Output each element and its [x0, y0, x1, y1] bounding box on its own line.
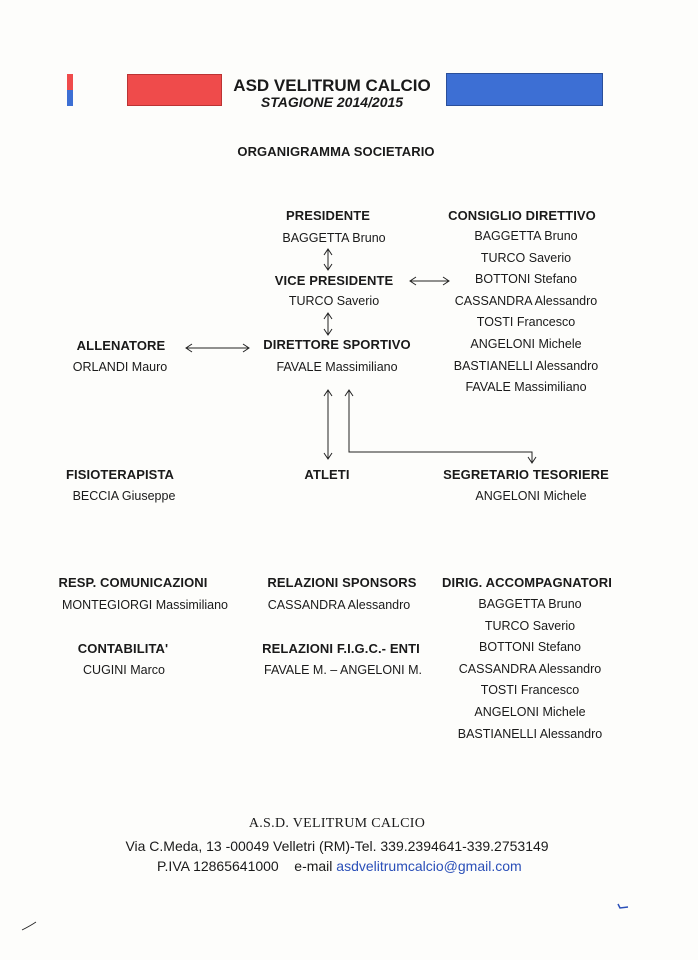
role-atleti-title: ATLETI — [304, 467, 350, 482]
accompagnatore-member: TURCO Saverio — [484, 618, 576, 633]
role-relazioni-sponsors-title: RELAZIONI SPONSORS — [267, 575, 417, 590]
red-color-bar — [127, 74, 222, 106]
role-presidente-title: PRESIDENTE — [285, 208, 371, 223]
consiglio-member: CASSANDRA Alessandro — [454, 293, 598, 308]
consiglio-member: BAGGETTA Bruno — [474, 229, 578, 243]
role-segretario-tesoriere-name: ANGELONI Michele — [475, 489, 587, 503]
role-direttore-sportivo-name: FAVALE Massimiliano — [276, 360, 398, 374]
footer-contact-line: P.IVA 12865641000 e-mail asdvelitrumcalc… — [157, 858, 522, 874]
role-segretario-tesoriere-title: SEGRETARIO TESORIERE — [443, 467, 609, 482]
arrow-vice-direttore — [323, 312, 333, 336]
arrow-presidente-vice — [323, 248, 333, 271]
footer-club-name: A.S.D. VELITRUM CALCIO — [248, 816, 426, 831]
footer-email-link[interactable]: asdvelitrumcalcio@gmail.com — [336, 858, 522, 874]
accompagnatore-member: TOSTI Francesco — [480, 683, 580, 698]
role-consiglio-direttivo-title: CONSIGLIO DIRETTIVO — [448, 208, 596, 223]
blue-color-bar — [446, 73, 603, 106]
role-allenatore-name: ORLANDI Mauro — [72, 360, 168, 374]
season-label: STAGIONE 2014/2015 — [260, 94, 404, 110]
role-relazioni-figc-title: RELAZIONI F.I.G.C.- ENTI — [262, 641, 420, 656]
accompagnatore-member: ANGELONI Michele — [474, 704, 586, 719]
role-relazioni-figc-name: FAVALE M. – ANGELONI M. — [264, 663, 422, 677]
org-chart-title: ORGANIGRAMMA SOCIETARIO — [237, 144, 435, 159]
consiglio-member: BASTIANELLI Alessandro — [453, 358, 599, 373]
footer-email-label: e-mail — [294, 858, 333, 874]
footer-address: Via C.Meda, 13 -00049 Velletri (RM)-Tel.… — [125, 838, 549, 854]
consiglio-member: TOSTI Francesco — [476, 315, 576, 330]
dirig-accompagnatori-members: BAGGETTA Bruno TURCO Saverio BOTTONI Ste… — [458, 594, 603, 745]
arrow-vice-consiglio — [409, 276, 450, 286]
footer-piva: P.IVA 12865641000 — [157, 858, 279, 874]
role-dirig-accompagnatori-title: DIRIG. ACCOMPAGNATORI — [442, 575, 612, 590]
arrow-allenatore-direttore — [185, 343, 250, 353]
club-title: ASD VELITRUM CALCIO — [233, 76, 431, 95]
accompagnatore-member: BASTIANELLI Alessandro — [457, 726, 603, 741]
flag-mark — [67, 74, 73, 106]
role-fisioterapista-title: FISIOTERAPISTA — [65, 467, 175, 482]
consiglio-direttivo-members: BAGGETTA Bruno TURCO Saverio BOTTONI Ste… — [454, 226, 599, 399]
role-relazioni-sponsors-name: CASSANDRA Alessandro — [267, 598, 411, 612]
role-vice-presidente-title: VICE PRESIDENTE — [274, 273, 394, 288]
role-direttore-sportivo-title: DIRETTORE SPORTIVO — [263, 337, 411, 352]
consiglio-member: BOTTONI Stefano — [475, 272, 577, 287]
arrow-direttore-segretario — [344, 389, 537, 464]
role-fisioterapista-name: BECCIA Giuseppe — [72, 489, 176, 503]
consiglio-member: FAVALE Massimiliano — [465, 380, 587, 395]
role-allenatore-title: ALLENATORE — [76, 338, 166, 353]
accompagnatore-member: BOTTONI Stefano — [479, 640, 581, 655]
accompagnatore-member: CASSANDRA Alessandro — [458, 661, 602, 676]
role-contabilita-title: CONTABILITA' — [77, 641, 169, 656]
role-vice-presidente-name: TURCO Saverio — [288, 294, 380, 308]
accompagnatore-member: BAGGETTA Bruno — [478, 597, 582, 611]
role-presidente-name: BAGGETTA Bruno — [282, 231, 386, 245]
role-contabilita-name: CUGINI Marco — [83, 663, 165, 677]
role-resp-comunicazioni-name: MONTEGIORGI Massimiliano — [62, 598, 228, 612]
consiglio-member: TURCO Saverio — [480, 250, 572, 265]
role-resp-comunicazioni-title: RESP. COMUNICAZIONI — [58, 575, 208, 590]
consiglio-member: ANGELONI Michele — [470, 336, 582, 351]
arrow-direttore-atleti — [323, 389, 333, 460]
